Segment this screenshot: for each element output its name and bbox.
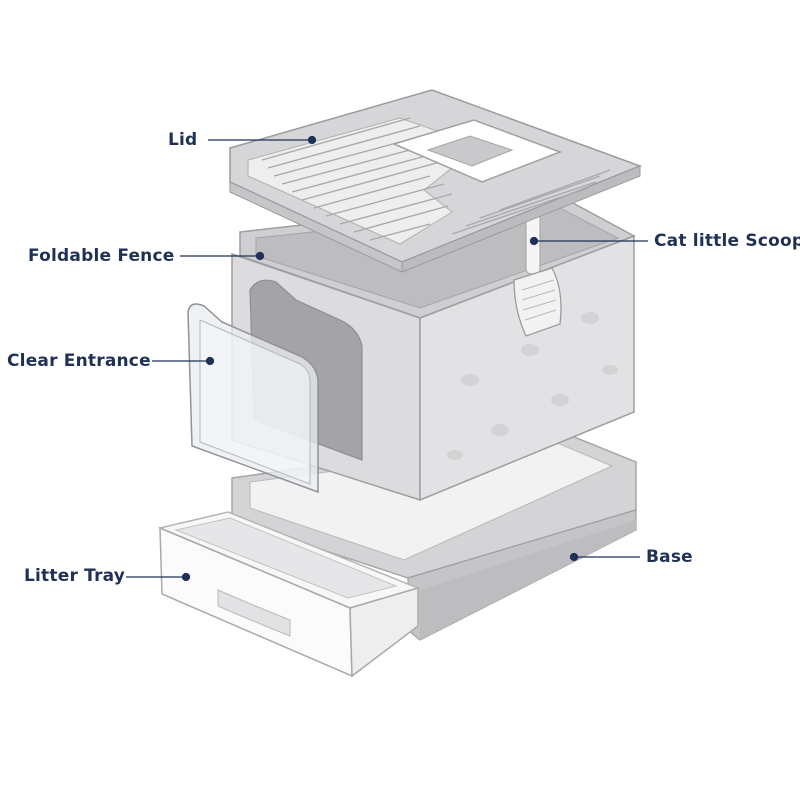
clear-entrance-label: Clear Entrance [7, 351, 151, 371]
cat-scoop-leader-dot [529, 236, 539, 246]
cat-scoop-part [513, 203, 562, 337]
foldable-fence-leader-dot [255, 251, 265, 261]
lid-part [229, 89, 643, 273]
base-leader-dot [569, 552, 579, 562]
lid-label: Lid [168, 130, 198, 150]
litter-tray-part [157, 511, 421, 678]
lid-leader-dot [307, 135, 317, 145]
clear-entrance-part [187, 303, 319, 494]
litter-tray-label: Litter Tray [24, 566, 126, 586]
clear-entrance-leader-dot [205, 356, 215, 366]
leader-lines [126, 135, 648, 582]
base-label: Base [646, 547, 693, 567]
foldable-fence-label: Foldable Fence [28, 246, 175, 266]
litter-tray-leader-dot [181, 572, 191, 582]
cat-scoop-label: Cat little Scoop [654, 231, 800, 251]
